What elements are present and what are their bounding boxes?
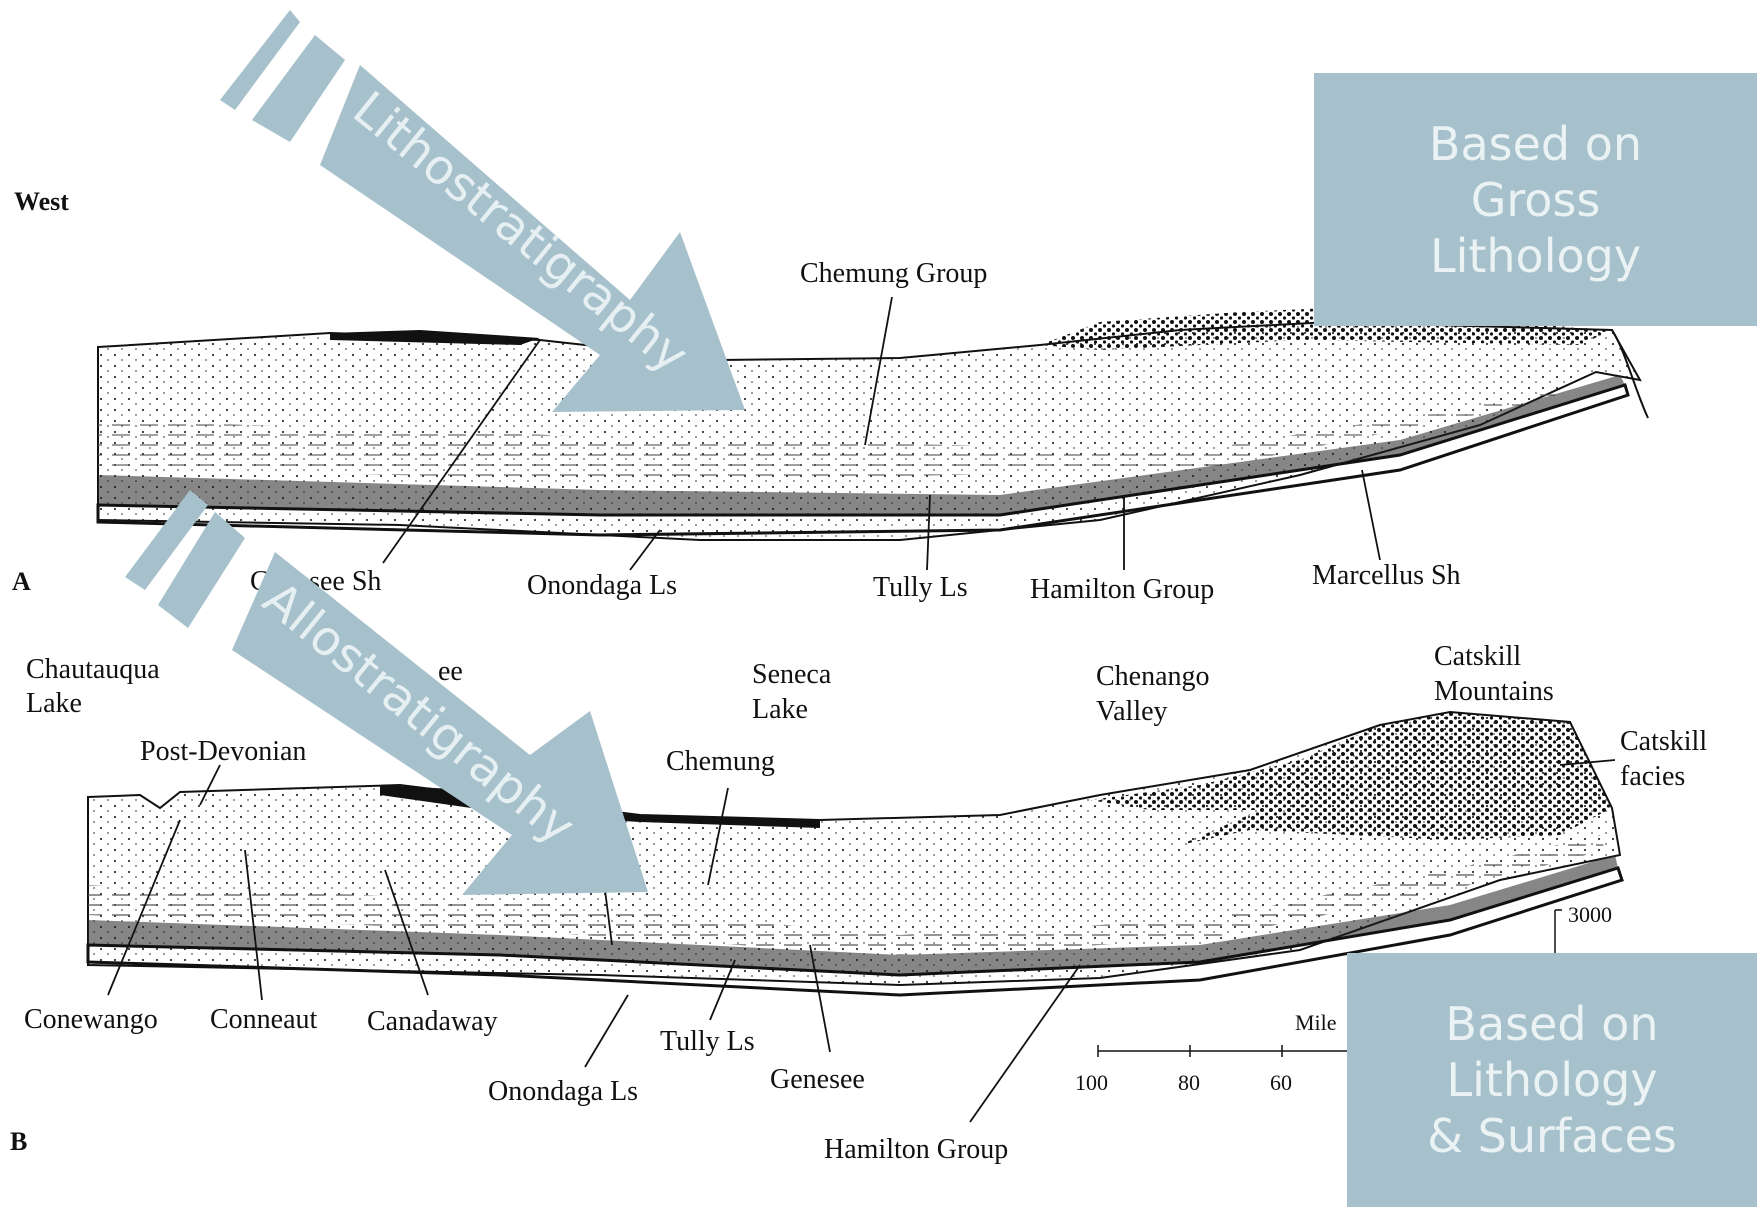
place-catskill-mountains: Mountains bbox=[1434, 676, 1554, 707]
label-catskill: Catskill bbox=[1620, 726, 1707, 757]
direction-west: West bbox=[14, 187, 69, 216]
note-gross-lithology-line3: Lithology bbox=[1314, 228, 1757, 284]
place-catskill: Catskill bbox=[1434, 641, 1521, 672]
scale-tick-80: 80 bbox=[1178, 1070, 1200, 1095]
panel-label-a: A bbox=[12, 567, 31, 596]
place-seneca-lake: Lake bbox=[752, 694, 808, 725]
place-chenango: Chenango bbox=[1096, 661, 1210, 692]
note-lithology-surfaces-line2: Lithology bbox=[1347, 1052, 1757, 1108]
leader-marcellus-a bbox=[1362, 470, 1380, 560]
leader-onondaga-b bbox=[585, 995, 628, 1067]
place-chautauqua-lake: Lake bbox=[26, 688, 82, 719]
label-onondaga-ls-a: Onondaga Ls bbox=[527, 570, 677, 601]
label-conneaut: Conneaut bbox=[210, 1004, 318, 1035]
label-onondaga-ls-b: Onondaga Ls bbox=[488, 1076, 638, 1107]
place-seneca: Seneca bbox=[752, 659, 832, 690]
note-gross-lithology: Based on Gross Lithology bbox=[1314, 73, 1757, 326]
note-lithology-surfaces: Based on Lithology & Surfaces bbox=[1347, 953, 1757, 1207]
note-lithology-surfaces-line1: Based on bbox=[1347, 996, 1757, 1052]
label-tully-ls-b: Tully Ls bbox=[660, 1026, 755, 1057]
note-gross-lithology-line1: Based on bbox=[1314, 116, 1757, 172]
label-chemung-group: Chemung Group bbox=[800, 258, 987, 289]
label-catskill-facies: facies bbox=[1620, 761, 1685, 792]
label-hamilton-group-a: Hamilton Group bbox=[1030, 574, 1214, 605]
label-genesee: Genesee bbox=[770, 1064, 865, 1095]
scale-unit: Mile bbox=[1295, 1010, 1337, 1035]
label-genesee-fragment: ee bbox=[438, 656, 463, 687]
label-chemung: Chemung bbox=[666, 746, 775, 777]
label-post-devonian: Post-Devonian bbox=[140, 736, 306, 767]
note-lithology-surfaces-line3: & Surfaces bbox=[1347, 1108, 1757, 1164]
place-chautauqua: Chautauqua bbox=[26, 654, 160, 685]
label-canadaway: Canadaway bbox=[367, 1006, 498, 1037]
place-chenango-valley: Valley bbox=[1096, 696, 1168, 727]
miles-scale bbox=[1098, 1045, 1350, 1057]
label-marcellus-sh: Marcellus Sh bbox=[1312, 560, 1461, 591]
depth-value: 3000 bbox=[1568, 902, 1612, 927]
label-tully-ls-a: Tully Ls bbox=[873, 572, 968, 603]
label-conewango: Conewango bbox=[24, 1004, 158, 1035]
scale-tick-60: 60 bbox=[1270, 1070, 1292, 1095]
label-hamilton-group-b: Hamilton Group bbox=[824, 1134, 1008, 1165]
note-gross-lithology-line2: Gross bbox=[1314, 172, 1757, 228]
scale-tick-100: 100 bbox=[1075, 1070, 1108, 1095]
panel-label-b: B bbox=[10, 1127, 27, 1156]
